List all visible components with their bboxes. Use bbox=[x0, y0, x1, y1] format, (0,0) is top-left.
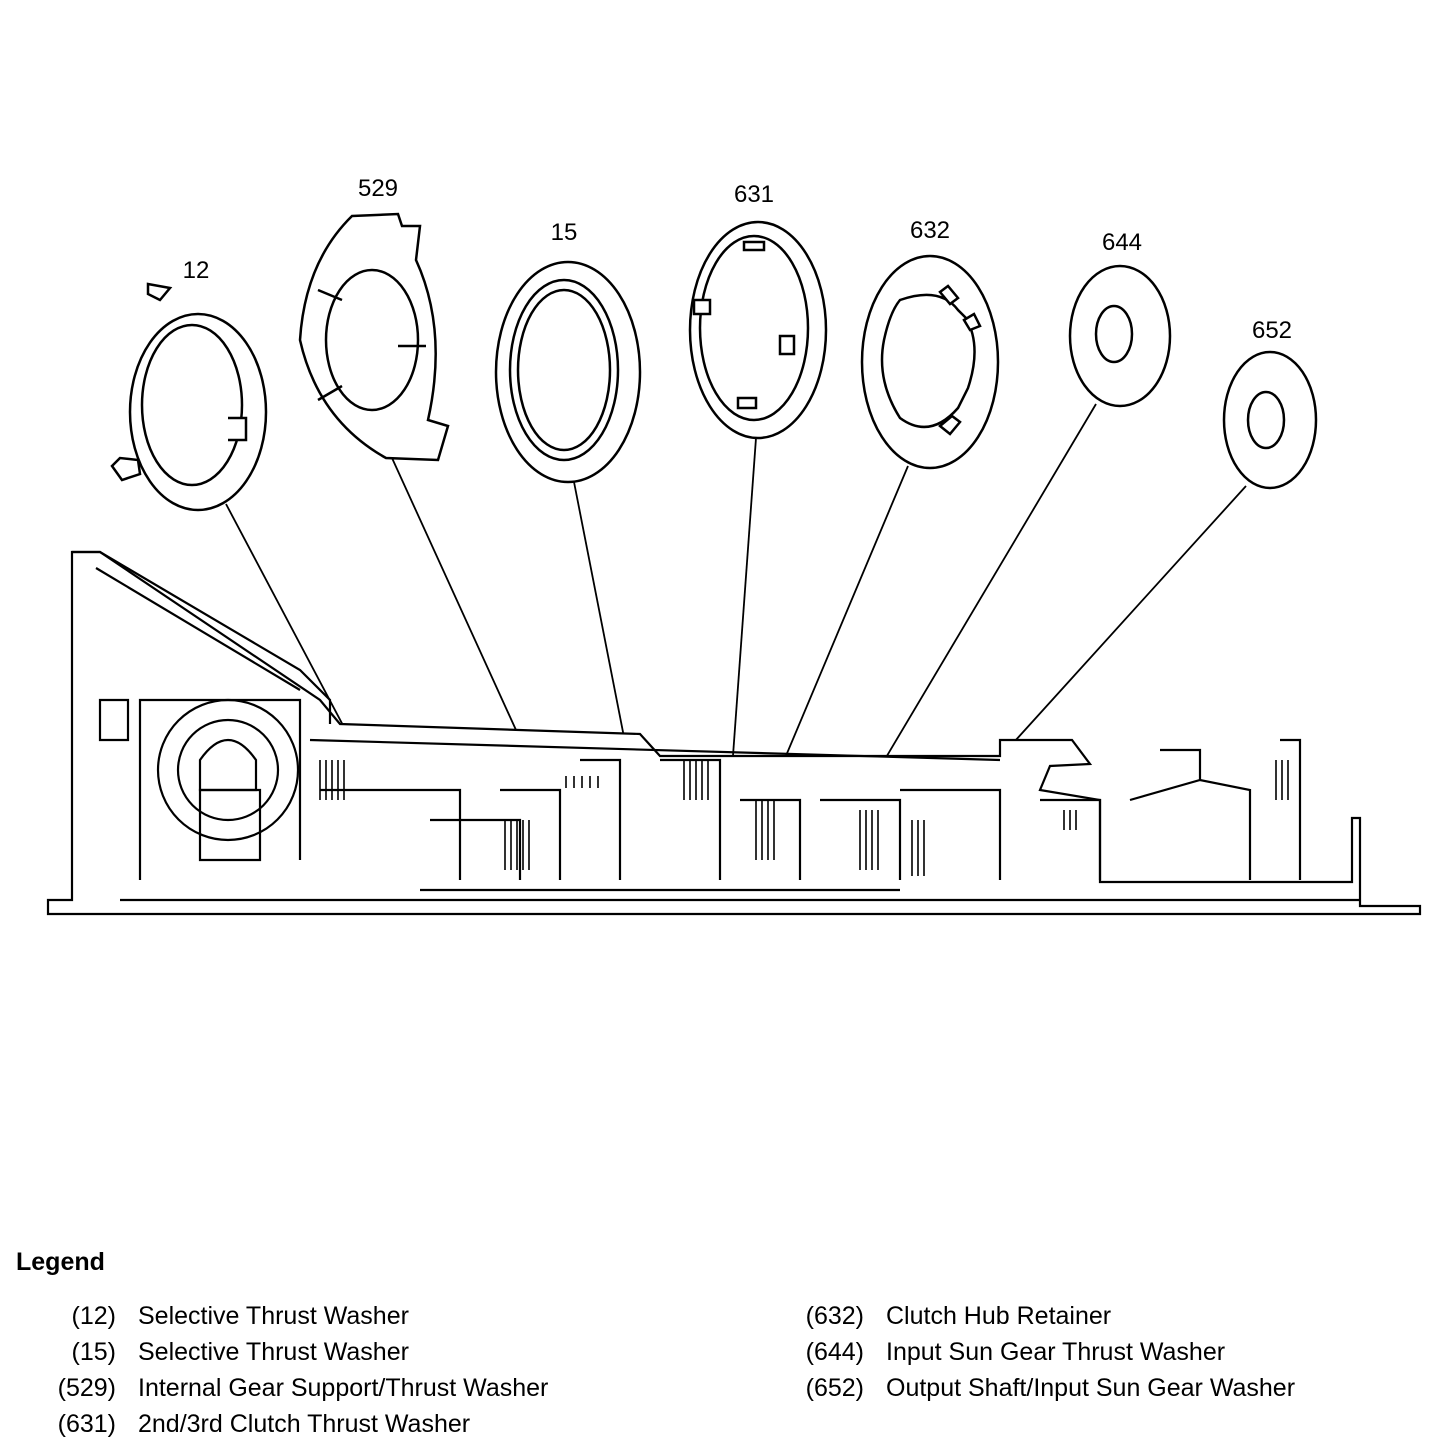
part-529-internal-gear-support bbox=[298, 212, 450, 462]
legend-item-number: (644) bbox=[805, 1338, 864, 1366]
legend-item: (632) Clutch Hub Retainer bbox=[806, 1302, 1112, 1331]
legend-item: (15) Selective Thrust Washer bbox=[72, 1338, 409, 1367]
legend-item-label: Clutch Hub Retainer bbox=[886, 1302, 1112, 1330]
part-644-input-sun-gear-washer bbox=[1068, 264, 1172, 408]
callout-15: 15 bbox=[551, 219, 578, 246]
legend-item-label: Selective Thrust Washer bbox=[138, 1302, 409, 1330]
legend-item: (529) Internal Gear Support/Thrust Washe… bbox=[58, 1374, 549, 1403]
callout-644: 644 bbox=[1102, 229, 1142, 256]
callout-631: 631 bbox=[734, 181, 774, 208]
legend-item-number: (652) bbox=[805, 1374, 864, 1402]
legend-item-number: (15) bbox=[71, 1338, 116, 1366]
legend-item-number: (631) bbox=[57, 1410, 116, 1438]
legend-item-label: 2nd/3rd Clutch Thrust Washer bbox=[138, 1410, 471, 1438]
exploded-view-diagram: 12 529 15 631 632 644 652 bbox=[46, 175, 1422, 916]
legend-item: (644) Input Sun Gear Thrust Washer bbox=[806, 1338, 1226, 1367]
legend-item-label: Selective Thrust Washer bbox=[138, 1338, 409, 1366]
clutch-packs bbox=[319, 760, 1289, 876]
callout-652: 652 bbox=[1252, 317, 1292, 344]
callout-632: 632 bbox=[910, 217, 950, 244]
legend-item: (652) Output Shaft/Input Sun Gear Washer bbox=[806, 1374, 1296, 1403]
callout-12: 12 bbox=[183, 257, 210, 284]
legend-item-label: Output Shaft/Input Sun Gear Washer bbox=[886, 1374, 1296, 1402]
legend-item: (631) 2nd/3rd Clutch Thrust Washer bbox=[58, 1410, 471, 1439]
callout-529: 529 bbox=[358, 175, 398, 202]
legend: Legend (12) Selective Thrust Washer (15)… bbox=[16, 1248, 1436, 1438]
part-15-selective-thrust-washer bbox=[494, 260, 642, 484]
legend-item-number: (632) bbox=[805, 1302, 864, 1330]
legend-item-label: Internal Gear Support/Thrust Washer bbox=[138, 1374, 549, 1402]
part-632-clutch-hub-retainer bbox=[860, 254, 1000, 470]
legend-item: (12) Selective Thrust Washer bbox=[72, 1302, 409, 1331]
legend-title: Legend bbox=[16, 1248, 105, 1276]
legend-item-number: (12) bbox=[71, 1302, 116, 1330]
part-631-clutch-thrust-washer bbox=[688, 220, 828, 440]
part-12-selective-thrust-washer bbox=[110, 282, 268, 512]
transmission-cross-section bbox=[46, 550, 1422, 916]
part-652-output-shaft-washer bbox=[1222, 350, 1318, 490]
legend-item-number: (529) bbox=[57, 1374, 116, 1402]
legend-item-label: Input Sun Gear Thrust Washer bbox=[886, 1338, 1226, 1366]
